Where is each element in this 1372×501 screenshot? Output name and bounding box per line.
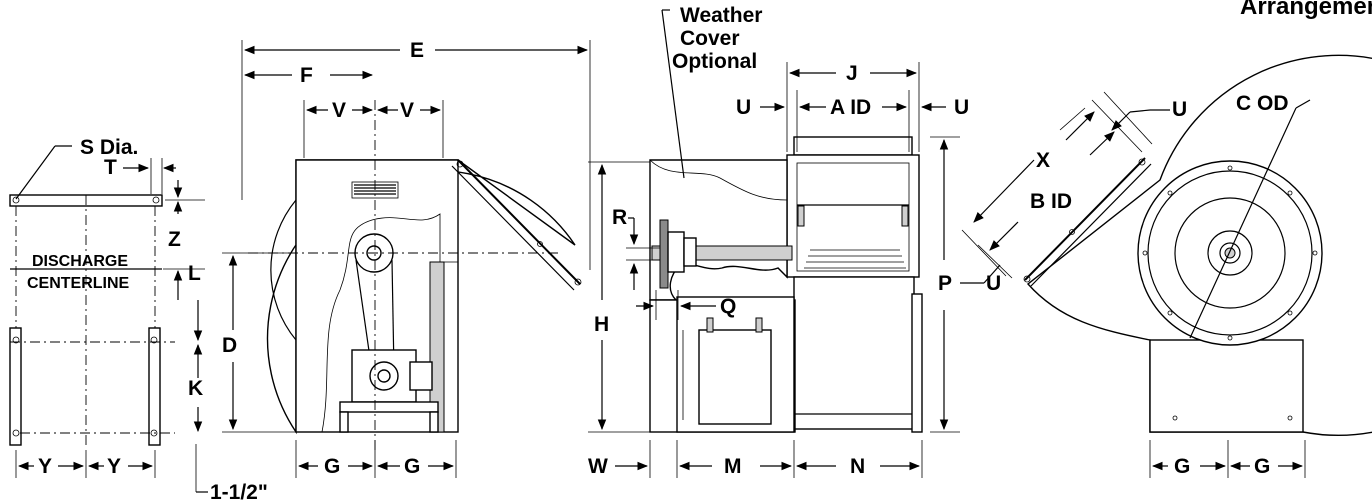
left-rail <box>9 327 22 446</box>
q-label: Q <box>720 295 736 318</box>
u2-label: U <box>954 96 969 119</box>
t-label: T <box>104 156 117 179</box>
r-label: R <box>612 206 627 229</box>
x-label: X <box>1036 149 1050 172</box>
g3-label: G <box>1174 455 1190 478</box>
p-label: P <box>938 272 952 295</box>
housing-side <box>786 154 920 278</box>
m-label: M <box>724 455 742 478</box>
z-label: Z <box>168 228 181 251</box>
v1-label: V <box>332 99 346 122</box>
c-od-label: C OD <box>1236 92 1289 115</box>
k-label: K <box>188 377 203 400</box>
inlet-side-view: C OD U X B ID G G <box>961 54 1372 478</box>
discharge-line2: CENTERLINE <box>27 275 130 292</box>
g4-label: G <box>1254 455 1270 478</box>
l-label: L <box>188 262 201 285</box>
d-label: D <box>222 334 237 357</box>
access-door <box>698 329 772 425</box>
right-rail <box>148 327 161 446</box>
g1-label: G <box>324 455 340 478</box>
a-id-label: A ID <box>830 96 871 119</box>
b-id-label: B ID <box>1030 190 1072 213</box>
weather-note-3: Optional <box>672 50 757 73</box>
e-label: E <box>410 39 424 62</box>
weather-note-1: Weather <box>680 4 762 27</box>
s-dia-label: S Dia. <box>80 136 138 159</box>
weather-note-2: Cover <box>680 27 740 50</box>
f-label: F <box>300 64 313 87</box>
j-label: J <box>846 62 858 85</box>
y2-label: Y <box>107 455 121 478</box>
u3-label: U <box>1172 98 1187 121</box>
drive-side-view: E F V V D G G <box>222 39 591 478</box>
drawing-title: Arrangement 10 <box>1240 0 1372 20</box>
v2-label: V <box>400 99 414 122</box>
w-label: W <box>588 455 608 478</box>
discharge-line1: DISCHARGE <box>32 253 128 270</box>
weather-cover <box>649 159 788 301</box>
n-label: N <box>850 455 865 478</box>
side-view: Weather Cover Optional J A ID U U P U R <box>588 4 1001 478</box>
base-plan-view: S Dia. T Z L K 1-1/2" DISCHARGE CENTERLI… <box>9 136 268 501</box>
u4-label: U <box>986 272 1001 295</box>
g2-label: G <box>404 455 420 478</box>
y1-label: Y <box>38 455 52 478</box>
u1-label: U <box>736 96 751 119</box>
h-label: H <box>594 313 609 336</box>
clearance-label: 1-1/2" <box>210 481 268 501</box>
